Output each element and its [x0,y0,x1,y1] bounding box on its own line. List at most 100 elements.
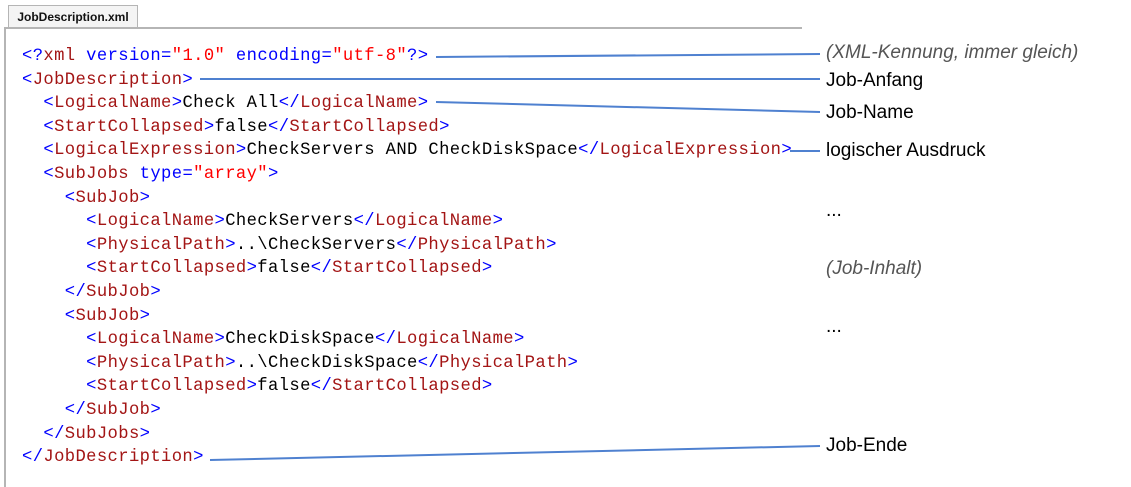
code-line: <StartCollapsed>false</StartCollapsed> [22,375,792,399]
xml-bracket: ?> [407,47,429,66]
xml-element-name: LogicalName [96,212,215,232]
xml-element-name: LogicalName [396,330,514,350]
code-line: <SubJobs type="array"> [22,163,792,187]
xml-bracket: > [150,282,162,302]
label-ellipsis-2: ... [826,316,842,337]
xml-element-name: PhysicalPath [96,353,226,373]
xml-element-name: SubJob [86,282,151,302]
xml-bracket: <? [22,47,44,66]
xml-bracket: < [86,212,97,232]
xml-attribute-value: "array" [193,164,268,184]
xml-bracket: > [139,424,151,444]
xml-element-name: StartCollapsed [54,117,204,137]
label-job-name: Job-Name [826,102,914,123]
xml-element-name: LogicalName [374,212,493,232]
xml-bracket: > [417,94,429,114]
xml-text: Check All [182,94,279,114]
xml-bracket: < [43,141,55,161]
code-line: <StartCollapsed>false</StartCollapsed> [22,257,792,281]
code-line: <SubJob> [22,305,792,329]
editor-border-top [4,27,802,29]
label-job-end: Job-Ende [826,435,908,456]
xml-element-name: JobDescription [43,448,194,468]
xml-bracket: </ [43,424,65,444]
xml-bracket: > [781,141,793,161]
xml-bracket: </ [374,330,397,350]
xml-bracket: < [43,164,55,184]
connector-xml-id [435,53,821,58]
code-line: </SubJob> [22,281,792,305]
code-line: <PhysicalPath>..\CheckServers</PhysicalP… [22,234,792,258]
xml-bracket: < [43,94,55,114]
code-line: </SubJobs> [22,423,792,447]
xml-bracket: > [439,117,450,137]
xml-element-name: xml [43,47,76,66]
xml-text: ..\CheckDiskSpace [235,353,418,373]
xml-bracket: > [546,235,557,255]
xml-text: false [257,377,311,397]
label-logical-expression: logischer Ausdruck [826,140,986,161]
xml-text: false [257,259,311,279]
xml-element-name: PhysicalPath [439,353,568,373]
code-line: </JobDescription> [22,446,792,470]
xml-attribute-name: version [75,47,162,66]
xml-element-name: LogicalExpression [599,141,782,161]
xml-bracket: > [481,259,493,279]
code-line: <?xml version="1.0" encoding="utf-8"?> [22,45,792,69]
xml-attribute-value: "utf-8" [332,47,408,66]
xml-bracket: </ [310,377,333,397]
xml-bracket: < [86,330,97,350]
xml-bracket: < [86,377,97,397]
xml-element-name: SubJob [75,188,140,208]
xml-bracket: > [225,235,236,255]
xml-element-name: LogicalName [54,94,172,114]
xml-text: false [214,117,268,137]
xml-element-name: SubJobs [54,164,129,184]
xml-text: CheckDiskSpace [225,330,375,350]
xml-bracket: = [321,47,333,66]
label-job-content: (Job-Inhalt) [826,258,923,279]
xml-bracket: > [203,117,215,137]
xml-bracket: </ [396,235,418,255]
xml-bracket: < [64,306,76,326]
xml-text: CheckServers AND CheckDiskSpace [246,141,579,161]
xml-element-name: SubJobs [64,424,140,444]
xml-element-name: LogicalName [96,330,215,350]
xml-bracket: < [22,70,33,90]
xml-bracket: > [246,259,258,279]
file-tab[interactable]: JobDescription.xml [8,5,138,28]
xml-element-name: PhysicalPath [96,235,226,255]
xml-bracket: </ [310,259,333,279]
code-line: <LogicalName>Check All</LogicalName> [22,92,792,116]
xml-element-name: PhysicalPath [417,235,547,255]
xml-bracket: > [567,353,579,373]
code-line: <LogicalExpression>CheckServers AND Chec… [22,139,792,163]
xml-element-name: StartCollapsed [332,377,482,397]
xml-bracket: > [150,400,162,420]
xml-bracket: > [481,377,493,397]
xml-element-name: SubJob [86,400,151,420]
xml-bracket: </ [278,94,301,114]
xml-bracket: > [492,212,504,232]
label-ellipsis-1: ... [826,200,842,221]
xml-bracket: > [225,353,236,373]
editor-border-left [4,27,6,487]
xml-bracket: > [171,94,183,114]
xml-bracket: </ [417,353,440,373]
xml-bracket: > [139,188,151,208]
xml-bracket: = [182,164,194,184]
xml-bracket: > [268,164,279,184]
xml-bracket: = [161,47,172,66]
xml-bracket: > [182,70,194,90]
code-line: <LogicalName>CheckServers</LogicalName> [22,210,792,234]
xml-attribute-name: type [128,164,183,184]
xml-bracket: </ [22,448,44,468]
xml-bracket: > [513,330,525,350]
connector-job-name [435,101,821,113]
xml-bracket: > [235,141,247,161]
xml-bracket: > [214,212,226,232]
xml-code-block: <?xml version="1.0" encoding="utf-8"?><J… [22,45,792,470]
xml-bracket: </ [64,400,87,420]
xml-element-name: StartCollapsed [332,259,482,279]
